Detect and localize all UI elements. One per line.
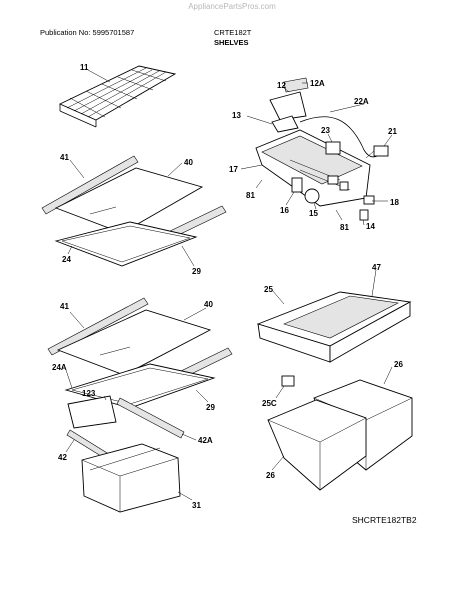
part-18: [363, 195, 375, 205]
shelf-frame-part-123: [67, 395, 117, 429]
wire-shelf-part-11: [58, 65, 177, 128]
shelf-trim-part-41-upper: [41, 155, 139, 215]
callout-29-lower: 29: [206, 403, 215, 412]
callout-25c: 25C: [262, 399, 277, 408]
light-housing-part-12: [269, 77, 309, 121]
callout-31: 31: [192, 501, 201, 510]
part-14: [359, 209, 369, 221]
section-title: SHELVES: [214, 38, 249, 47]
callout-22a: 22A: [354, 97, 369, 106]
bulb-part-15: [304, 188, 320, 204]
callout-12a: 12A: [310, 79, 325, 88]
callout-11: 11: [80, 63, 89, 72]
publication-number: Publication No: 5995701587: [40, 28, 135, 37]
callout-47: 47: [372, 263, 381, 272]
glass-shelf-part-40-upper: [54, 167, 204, 234]
callout-16: 16: [280, 206, 289, 215]
callout-42: 42: [58, 453, 67, 462]
callout-14: 14: [366, 222, 375, 231]
glass-shelf-part-40-lower: [56, 309, 212, 376]
leader-lines: [65, 69, 393, 501]
crisper-drawer-part-31: [81, 443, 181, 513]
shelf-frame-part-24: [54, 221, 198, 267]
callout-81-lower: 81: [340, 223, 349, 232]
callout-40-upper: 40: [184, 158, 193, 167]
crisper-glass-part-47: [283, 295, 399, 339]
callout-12: 12: [277, 81, 286, 90]
model-number: CRTE182T: [214, 28, 252, 37]
callout-41-lower: 41: [60, 302, 69, 311]
slide-rail-part-42a: [116, 397, 185, 439]
callout-25: 25: [264, 285, 273, 294]
callout-81-upper: 81: [246, 191, 255, 200]
callout-42a: 42A: [198, 436, 213, 445]
callout-13: 13: [232, 111, 241, 120]
callout-41-upper: 41: [60, 153, 69, 162]
callout-24: 24: [62, 255, 71, 264]
callout-26-front: 26: [266, 471, 275, 480]
socket-part-16: [291, 177, 303, 193]
shelf-trim-part-41-lower: [47, 297, 149, 356]
callout-15: 15: [309, 209, 318, 218]
callout-24a: 24A: [52, 363, 67, 372]
callout-29-upper: 29: [192, 267, 201, 276]
watermark: AppliancePartsPros.com: [188, 2, 276, 11]
callout-17: 17: [229, 165, 238, 174]
part-21: [365, 145, 389, 159]
cover-support-part-25c: [281, 375, 295, 387]
callout-21: 21: [388, 127, 397, 136]
part-23: [325, 141, 341, 155]
callout-123: 123: [82, 389, 96, 398]
crisper-drawer-part-26-front: [267, 399, 367, 491]
switch-part-13: [271, 115, 299, 133]
callout-18: 18: [390, 198, 399, 207]
callout-26-rear: 26: [394, 360, 403, 369]
callout-23: 23: [321, 126, 330, 135]
callout-40-lower: 40: [204, 300, 213, 309]
drawing-reference: SHCRTE182TB2: [352, 515, 417, 525]
